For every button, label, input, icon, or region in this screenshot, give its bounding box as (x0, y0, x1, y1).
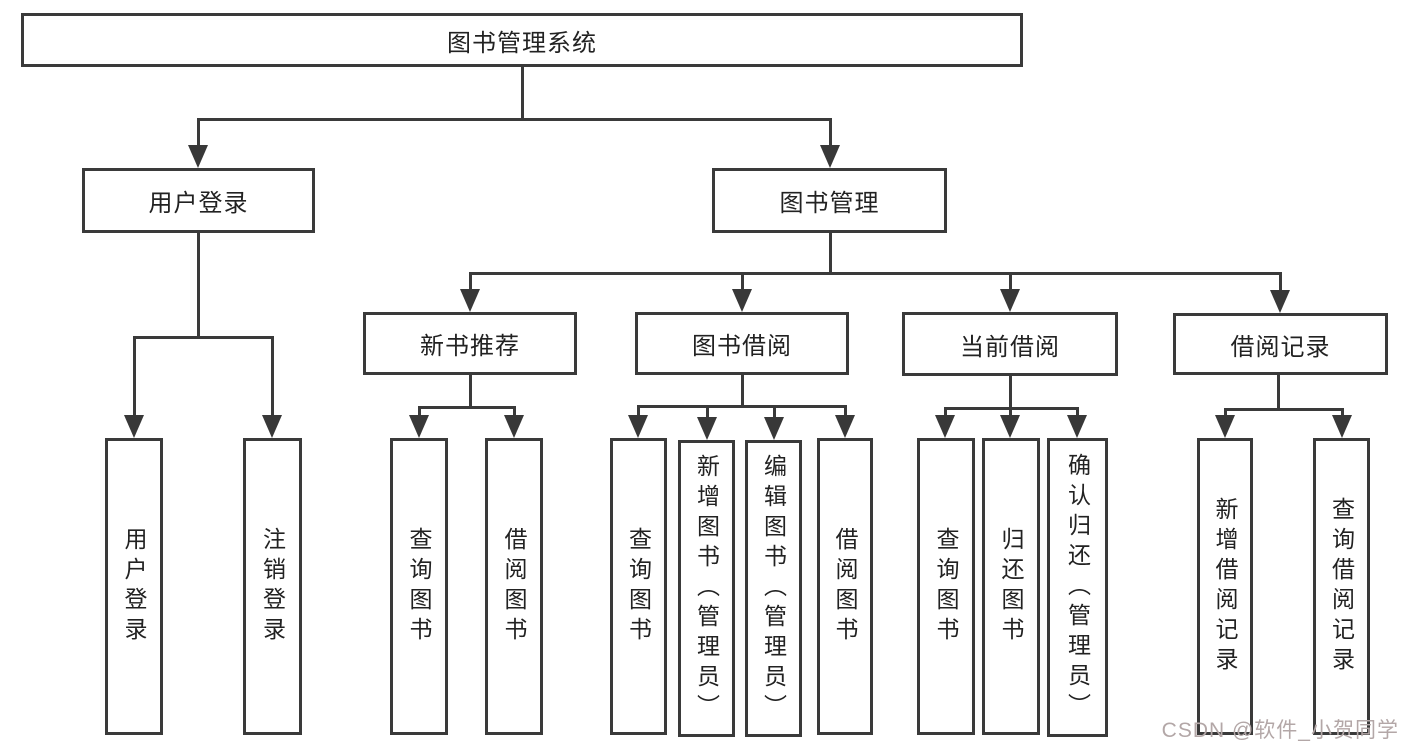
node-book-borrowing: 图书借阅 (635, 312, 849, 375)
connector-drop-user-login-to-leaves-0 (132, 337, 136, 416)
arrow-down-icon-book-borrowing-to-leaves-1 (697, 417, 717, 440)
node-book-management: 图书管理 (712, 168, 947, 233)
connector-drop-book-borrowing-to-leaves-1 (705, 406, 709, 418)
watermark-text: CSDN @软件_小贺同学 (1161, 719, 1399, 742)
connector-drop-root-to-level2-0 (196, 119, 200, 146)
node-leaf-borrow-book-a: 借阅图书 (485, 438, 543, 735)
node-label-leaf-edit-book-admin: 编辑图书（管理员） (760, 453, 787, 724)
connector-drop-new-book-recommend-to-leaves-0 (417, 407, 421, 416)
arrow-down-icon-book-management-to-level3-3 (1270, 290, 1290, 313)
node-leaf-confirm-return: 确认归还（管理员） (1047, 438, 1108, 737)
connector-stem-root-to-level2 (520, 67, 524, 119)
connector-rail-book-management-to-level3 (468, 271, 1282, 275)
node-leaf-query-book-c: 查询图书 (917, 438, 975, 735)
arrow-down-icon-current-borrowing-to-leaves-1 (1000, 415, 1020, 438)
node-leaf-add-borrow-record: 新增借阅记录 (1197, 438, 1253, 735)
connector-drop-current-borrowing-to-leaves-0 (943, 408, 947, 416)
arrow-down-icon-book-borrowing-to-leaves-2 (764, 417, 784, 440)
node-borrowing-records: 借阅记录 (1173, 313, 1388, 375)
node-label-leaf-add-borrow-record: 新增借阅记录 (1212, 496, 1238, 677)
arrow-down-icon-book-management-to-level3-0 (460, 289, 480, 312)
arrow-down-icon-borrowing-records-to-leaves-0 (1215, 415, 1235, 438)
node-user-login: 用户登录 (82, 168, 315, 233)
node-label-leaf-user-login: 用户登录 (121, 526, 147, 647)
node-label-new-book-recommend: 新书推荐 (420, 333, 520, 360)
node-label-leaf-add-book-admin: 新增图书（管理员） (693, 453, 720, 724)
connector-drop-book-management-to-level3-0 (468, 273, 472, 290)
arrow-down-icon-user-login-to-leaves-0 (124, 415, 144, 438)
arrow-down-icon-current-borrowing-to-leaves-2 (1067, 415, 1087, 438)
node-label-leaf-query-book-c: 查询图书 (933, 526, 959, 647)
arrow-down-icon-new-book-recommend-to-leaves-0 (409, 415, 429, 438)
node-label-leaf-logout: 注销登录 (259, 526, 286, 647)
connector-drop-book-management-to-level3-1 (740, 273, 744, 290)
arrow-down-icon-borrowing-records-to-leaves-1 (1332, 415, 1352, 438)
connector-drop-book-management-to-level3-3 (1278, 273, 1282, 291)
connector-stem-new-book-recommend-to-leaves (468, 375, 472, 407)
connector-drop-book-borrowing-to-leaves-3 (843, 406, 847, 416)
node-leaf-user-login: 用户登录 (105, 438, 163, 735)
connector-stem-book-borrowing-to-leaves (740, 375, 744, 406)
node-root: 图书管理系统 (21, 13, 1023, 67)
node-label-book-borrowing: 图书借阅 (692, 333, 792, 360)
connector-rail-borrowing-records-to-leaves (1223, 407, 1344, 411)
connector-drop-current-borrowing-to-leaves-1 (1008, 408, 1012, 416)
connector-drop-book-borrowing-to-leaves-0 (636, 406, 640, 416)
node-current-borrowing: 当前借阅 (902, 312, 1118, 376)
node-label-book-management: 图书管理 (779, 190, 880, 217)
connector-stem-user-login-to-leaves (196, 233, 200, 337)
node-label-leaf-confirm-return: 确认归还（管理员） (1064, 452, 1091, 723)
node-leaf-logout: 注销登录 (243, 438, 302, 735)
node-label-leaf-query-borrow-record: 查询借阅记录 (1328, 496, 1355, 677)
node-leaf-add-book-admin: 新增图书（管理员） (678, 440, 735, 737)
arrow-down-icon-book-management-to-level3-1 (732, 289, 752, 312)
node-leaf-query-borrow-record: 查询借阅记录 (1313, 438, 1370, 735)
node-leaf-borrow-book-b: 借阅图书 (817, 438, 873, 735)
connector-drop-current-borrowing-to-leaves-2 (1075, 408, 1079, 416)
connector-stem-borrowing-records-to-leaves (1276, 375, 1280, 409)
node-leaf-return-book: 归还图书 (982, 438, 1040, 735)
node-leaf-query-book-a: 查询图书 (390, 438, 448, 735)
connector-drop-user-login-to-leaves-1 (270, 337, 274, 416)
arrow-down-icon-root-to-level2-0 (188, 145, 208, 168)
connector-drop-borrowing-records-to-leaves-0 (1223, 409, 1227, 416)
node-label-borrowing-records: 借阅记录 (1230, 333, 1331, 361)
node-label-leaf-query-book-a: 查询图书 (406, 526, 432, 647)
connector-drop-book-borrowing-to-leaves-2 (772, 406, 776, 418)
node-label-leaf-query-book-b: 查询图书 (625, 526, 652, 647)
node-label-leaf-borrow-book-b: 借阅图书 (832, 526, 858, 647)
connector-drop-root-to-level2-1 (828, 119, 832, 146)
arrow-down-icon-book-borrowing-to-leaves-3 (835, 415, 855, 438)
node-label-root: 图书管理系统 (447, 29, 597, 57)
connector-drop-book-management-to-level3-2 (1008, 273, 1012, 290)
connector-rail-book-borrowing-to-leaves (636, 404, 847, 408)
node-leaf-query-book-b: 查询图书 (610, 438, 667, 735)
arrow-down-icon-book-management-to-level3-2 (1000, 289, 1020, 312)
node-label-leaf-return-book: 归还图书 (998, 526, 1024, 647)
connector-drop-borrowing-records-to-leaves-1 (1340, 409, 1344, 416)
connector-stem-current-borrowing-to-leaves (1008, 376, 1012, 408)
connector-stem-book-management-to-level3 (828, 233, 832, 273)
connector-drop-new-book-recommend-to-leaves-1 (512, 407, 516, 416)
arrow-down-icon-user-login-to-leaves-1 (262, 415, 282, 438)
arrow-down-icon-new-book-recommend-to-leaves-1 (504, 415, 524, 438)
node-label-leaf-borrow-book-a: 借阅图书 (501, 526, 527, 647)
node-new-book-recommend: 新书推荐 (363, 312, 577, 375)
connector-rail-user-login-to-leaves (132, 335, 274, 339)
node-label-user-login: 用户登录 (148, 190, 249, 217)
node-label-current-borrowing: 当前借阅 (960, 333, 1060, 361)
arrow-down-icon-current-borrowing-to-leaves-0 (935, 415, 955, 438)
connector-rail-new-book-recommend-to-leaves (417, 405, 516, 409)
connector-rail-root-to-level2 (196, 117, 832, 121)
node-leaf-edit-book-admin: 编辑图书（管理员） (745, 440, 802, 737)
arrow-down-icon-book-borrowing-to-leaves-0 (628, 415, 648, 438)
arrow-down-icon-root-to-level2-1 (820, 145, 840, 168)
